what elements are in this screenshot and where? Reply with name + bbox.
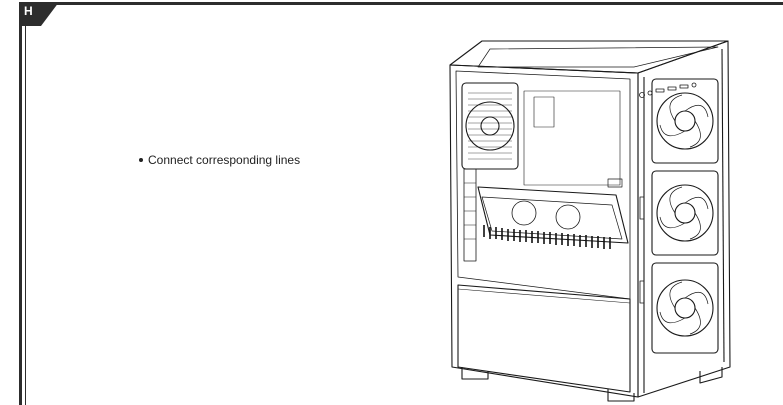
case-top-panel bbox=[449, 40, 729, 74]
instruction-item: Connect corresponding lines bbox=[139, 153, 300, 167]
instruction-text: Connect corresponding lines bbox=[148, 153, 301, 167]
front-fan-1 bbox=[651, 78, 719, 164]
bullet-icon bbox=[139, 158, 143, 162]
front-fan-2 bbox=[651, 170, 719, 256]
expansion-slots bbox=[463, 168, 477, 262]
case-foot-right bbox=[607, 389, 635, 402]
graphics-card bbox=[477, 186, 629, 244]
case-side-opening bbox=[449, 64, 639, 398]
frame-left-inner-line bbox=[25, 2, 26, 405]
rear-fan bbox=[461, 82, 519, 170]
case-foot-left bbox=[461, 367, 489, 380]
step-tab bbox=[19, 2, 59, 26]
pc-case-illustration bbox=[449, 40, 731, 402]
front-fan-3 bbox=[651, 262, 719, 354]
psu-shroud bbox=[457, 284, 631, 393]
frame-left-border bbox=[19, 2, 22, 405]
step-letter: H bbox=[24, 4, 33, 18]
frame-top-border bbox=[19, 2, 783, 5]
